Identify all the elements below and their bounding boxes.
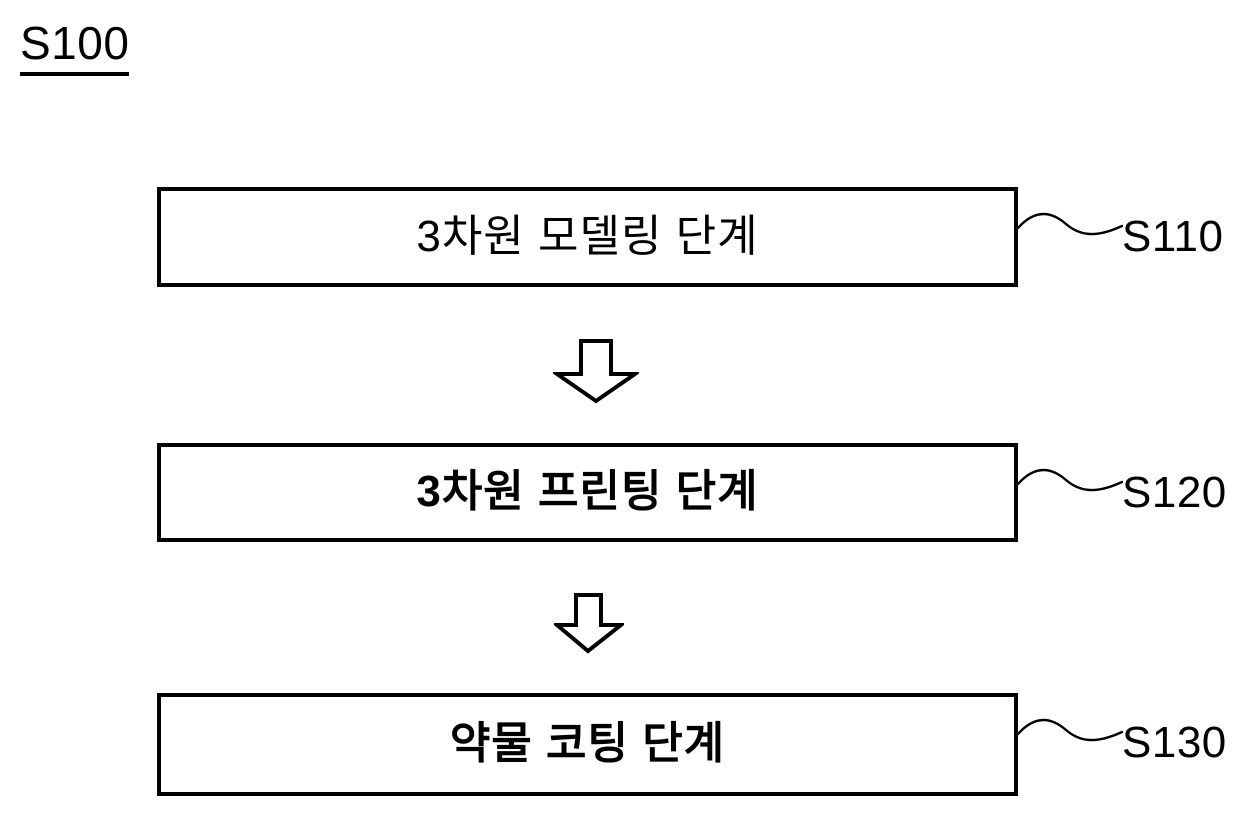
flow-arrow-down-icon-2 [554,592,624,654]
process-box-step-1-label: 3차원 모델링 단계 [416,211,759,261]
flow-arrow-down-icon-1 [553,338,639,404]
leader-line-step-1 [1018,212,1130,260]
reference-numeral-step-3: S130 [1122,718,1227,767]
reference-numeral-step-1: S110 [1122,212,1224,261]
figure-id-label: S100 [20,20,130,76]
reference-numeral-step-2: S120 [1122,468,1227,517]
process-box-step-3: 약물 코팅 단계 [157,693,1018,796]
leader-line-step-3 [1018,718,1130,766]
process-box-step-3-label: 약물 코팅 단계 [449,719,726,769]
process-box-step-2: 3차원 프린팅 단계 [157,443,1018,542]
leader-line-step-2 [1018,468,1130,516]
process-box-step-2-label: 3차원 프린팅 단계 [416,467,759,517]
process-box-step-1: 3차원 모델링 단계 [157,187,1018,287]
